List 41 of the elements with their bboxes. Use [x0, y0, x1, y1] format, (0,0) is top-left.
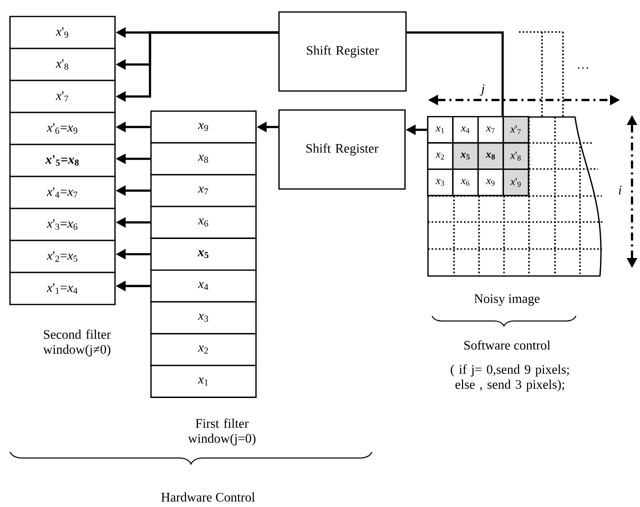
pixel-cell: x$_{7}$ — [477, 116, 504, 144]
pixel-cell: x'$_{7}$ — [502, 116, 530, 144]
pixel-cell: x$_{4}$ — [452, 116, 479, 144]
filter-cell: x$_{5}$ — [150, 238, 257, 271]
pixel-cell: x$_{1}$ — [427, 116, 454, 144]
node-label: Noisy image — [474, 294, 540, 306]
filter-cell: x'$_{3}$=x$_{6}$ — [9, 208, 116, 242]
caption: First filter window(j=0) — [188, 418, 256, 446]
filter-cell: x'$_{4}$=x$_{7}$ — [9, 176, 116, 210]
filter-cell: x'$_{1}$=x$_{4}$ — [9, 272, 116, 306]
filter-cell: x$_{6}$ — [150, 206, 257, 239]
filter-cell: x$_{8}$ — [150, 142, 257, 176]
note: ( if j= 0,send 9 pixels; else , send 3 pixels); — [450, 364, 569, 392]
filter-cell: x$_{2}$ — [150, 333, 257, 366]
filter-cell: x'$_{5}$=x$_{8}$ — [9, 144, 116, 178]
filter-cell: x$_{3}$ — [150, 301, 257, 334]
pixel-cell: x$_{2}$ — [427, 142, 454, 170]
pixel-cell: x'$_{8}$ — [502, 142, 530, 170]
pixel-cell: x$_{9}$ — [477, 168, 504, 196]
pixel-cell: x$_{3}$ — [427, 168, 454, 196]
axis-label: j — [480, 84, 484, 96]
pixel-cell: x$_{5}$ — [452, 142, 479, 170]
ellipsis: … — [578, 67, 588, 69]
filter-cell: x'$_{2}$=x$_{5}$ — [9, 240, 116, 274]
process-box: Shift Register — [278, 11, 407, 92]
caption: Software control — [464, 340, 550, 350]
pixel-cell: x$_{8}$ — [477, 142, 504, 170]
filter-cell: x'$_{7}$ — [9, 80, 116, 114]
filter-cell: x$_{1}$ — [150, 364, 257, 398]
filter-cell: x$_{4}$ — [150, 269, 257, 303]
pixel-cell: x$_{6}$ — [452, 168, 479, 196]
axis-label: i — [618, 186, 622, 194]
filter-cell: x'$_{8}$ — [9, 48, 116, 82]
caption: Hardware Control — [161, 492, 255, 502]
filter-cell: x$_{9}$ — [150, 110, 257, 144]
filter-cell: x'$_{6}$=x$_{9}$ — [9, 112, 116, 146]
pixel-cell: x'$_{9}$ — [502, 168, 530, 196]
filter-cell: x$_{7}$ — [150, 174, 257, 208]
caption: Second filter window(j≠0) — [43, 330, 111, 356]
filter-cell: x'$_{9}$ — [9, 16, 116, 50]
process-box: Shift Register — [278, 109, 406, 190]
